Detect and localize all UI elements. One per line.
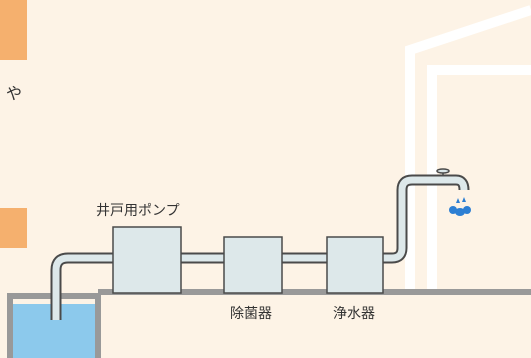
section-tab-bottom — [0, 208, 27, 248]
sterilizer-label: 除菌器 — [230, 306, 272, 322]
faucet-icon — [436, 168, 450, 176]
pump-device — [112, 226, 182, 294]
house-outline — [405, 5, 531, 290]
water-drops-icon — [449, 197, 471, 216]
purifier-label: 浄水器 — [333, 306, 375, 322]
sterilizer-device — [223, 236, 283, 294]
water-pipe — [50, 174, 470, 320]
side-text-fragment: や — [6, 84, 23, 103]
section-tab-top — [0, 0, 27, 60]
purifier-device — [326, 236, 384, 294]
pump-label: 井戸用ポンプ — [96, 203, 180, 219]
